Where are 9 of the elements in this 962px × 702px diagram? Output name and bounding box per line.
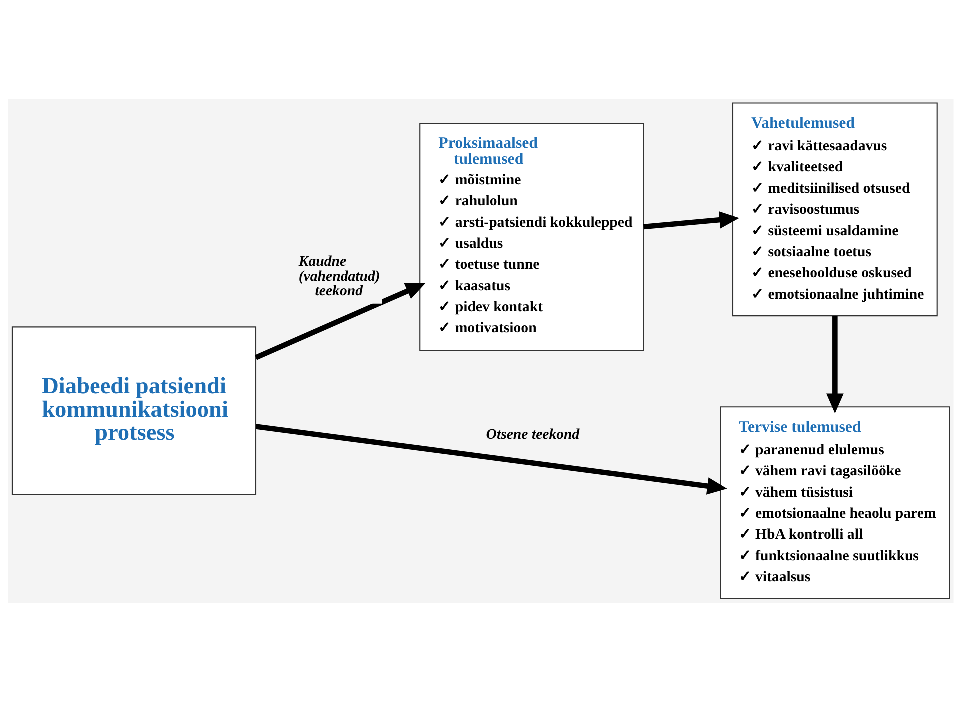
node-box: Tervise tulemused ✓ paranenud elulemus ✓ vähem ravi tagasilööke ✓ vähem tüsistusi ✓ emotsionaalne heaolu parem ✓ HbA kontrolli all ✓ funktsionaalne suutlikkus ✓ vitaalsus — [720, 406, 950, 600]
node-box: Proksimaalsed tulemused ✓ mõistmine ✓ rahulolun ✓ arsti-patsiendi kokkulepped ✓ usaldus ✓ toetuse tunne ✓ kaasatus ✓ pidev kontakt ✓ motivatsioon — [420, 123, 644, 351]
node-box: Vahetulemused ✓ ravi kättesaadavus ✓ kvaliteetsed ✓ meditsiinilised otsused ✓ ravisoostumus ✓ süsteemi usaldamine ✓ sotsiaalne toetus ✓ enesehoolduse oskused ✓ emotsionaalne juhtimine — [732, 102, 938, 317]
edge-label: Otsene teekond — [486, 427, 580, 444]
node-box: Diabeedi patsiendi kommunikatsiooni protsess — [12, 326, 257, 495]
edge-label: Kaudne (vahendatud) teekond — [298, 254, 380, 300]
arrow — [826, 316, 844, 414]
arrow — [255, 283, 426, 360]
arrow — [644, 211, 740, 230]
